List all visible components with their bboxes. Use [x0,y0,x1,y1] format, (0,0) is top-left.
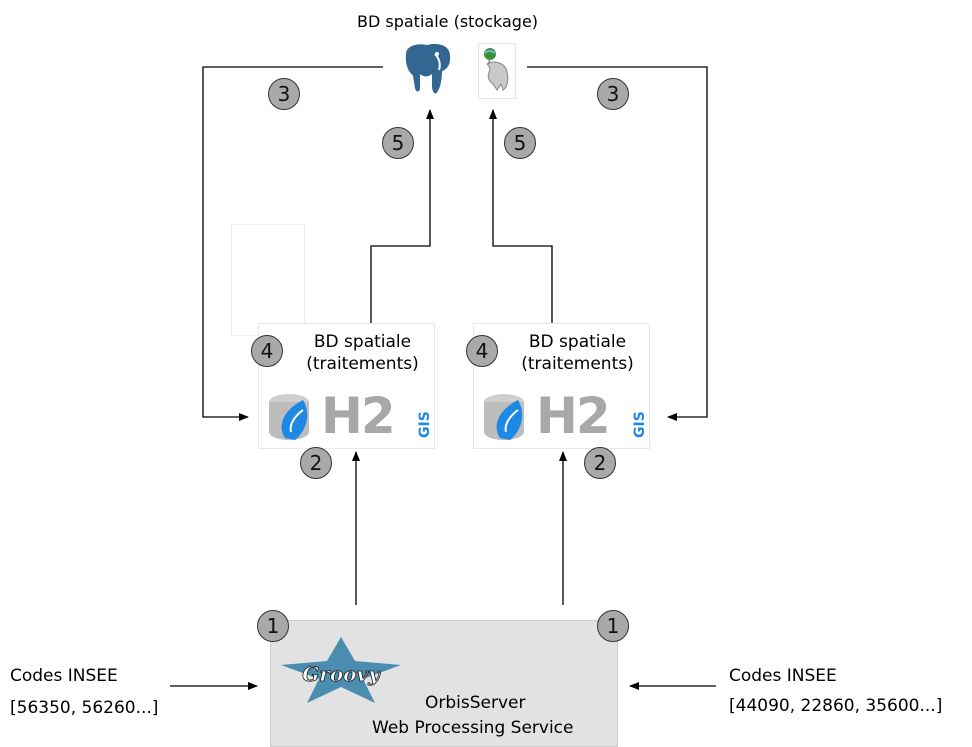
step-5-right-badge: 5 [504,127,536,159]
processing-right-subtitle: (traitements) [521,354,634,374]
server-service: Web Processing Service [372,718,574,738]
processing-left-subtitle: (traitements) [306,354,419,374]
groovy-star-icon: Groovy [281,637,401,703]
h2gis-database-globe-icon [484,394,524,440]
step-3-right-badge: 3 [597,78,629,110]
step-2-right-badge: 2 [584,447,616,479]
step-4-left-badge: 4 [251,335,283,367]
processing-left-title: BD spatiale [313,332,412,352]
arrow-right-box-to-postgis [489,109,553,323]
input-left-label: Codes INSEE [10,666,118,686]
h2gis-gis-text: GIS [632,411,648,438]
postgis-elephant-globe-icon [484,48,509,91]
arrow-storage-to-left-h2gis [202,66,383,421]
step-2-left-badge: 2 [300,447,332,479]
svg-text:Groovy: Groovy [302,662,381,686]
step-4-right-badge: 4 [466,335,498,367]
postgis-logo [478,43,516,99]
input-right-label: Codes INSEE [729,666,837,686]
postgresql-elephant-icon [403,41,453,96]
storage-title: BD spatiale (stockage) [357,12,539,31]
processing-box-left: BD spatiale (traitements) H2 GIS [258,323,435,449]
processing-box-right: BD spatiale (traitements) H2 GIS [473,323,650,449]
h2gis-h2-text: H2 [321,387,396,445]
orbisserver-box: Groovy OrbisServer Web Processing Servic… [270,620,618,747]
step-1-right-badge: 1 [597,610,629,642]
empty-panel [231,224,305,336]
step-1-left-badge: 1 [257,610,289,642]
h2gis-database-globe-icon [269,394,309,440]
h2gis-logo-left: H2 GIS [265,386,433,444]
input-right-values: [44090, 22860, 35600...] [729,696,943,716]
groovy-logo: Groovy [277,635,405,705]
h2gis-gis-text: GIS [417,411,433,438]
input-left-values: [56350, 56260...] [10,698,159,718]
processing-right-title: BD spatiale [528,332,627,352]
h2gis-logo-right: H2 GIS [480,386,648,444]
step-3-left-badge: 3 [268,78,300,110]
step-5-left-badge: 5 [382,127,414,159]
arrow-left-box-to-postgres [370,109,434,323]
arrow-storage-to-right-h2gis [527,66,708,421]
server-name: OrbisServer [425,693,526,713]
h2gis-h2-text: H2 [536,387,611,445]
postgresql-logo [397,40,457,98]
